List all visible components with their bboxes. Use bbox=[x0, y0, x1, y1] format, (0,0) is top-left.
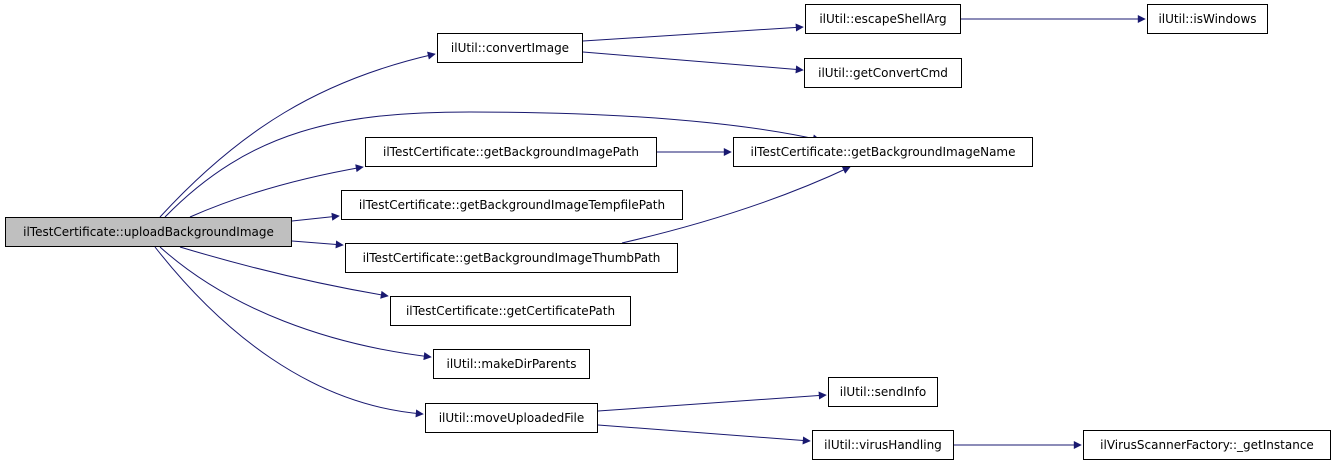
edge-move-uploaded-file-to-virus-handling bbox=[597, 424, 811, 445]
edge-thumb-path-to-get-background-image-name bbox=[621, 166, 851, 244]
edge-upload-to-get-certificate-path bbox=[179, 246, 389, 299]
node-upload-background-image[interactable]: ilTestCertificate::uploadBackgroundImage bbox=[5, 217, 292, 247]
node-make-dir-parents[interactable]: ilUtil::makeDirParents bbox=[433, 349, 590, 379]
edge-upload-to-get-background-image-thumb-path bbox=[291, 240, 344, 249]
node-is-windows[interactable]: ilUtil::isWindows bbox=[1147, 4, 1268, 34]
node-get-background-image-name[interactable]: ilTestCertificate::getBackgroundImageNam… bbox=[733, 137, 1033, 167]
edge-move-uploaded-file-to-send-info bbox=[597, 391, 827, 412]
node-virus-handling[interactable]: ilUtil::virusHandling bbox=[812, 430, 954, 460]
edge-upload-to-get-background-image-name bbox=[164, 111, 821, 218]
node-get-convert-cmd[interactable]: ilUtil::getConvertCmd bbox=[804, 58, 962, 88]
edge-upload-to-move-uploaded-file bbox=[154, 246, 424, 418]
edge-convert-image-to-escape-shell-arg bbox=[582, 23, 804, 42]
node-get-background-image-path[interactable]: ilTestCertificate::getBackgroundImagePat… bbox=[365, 137, 657, 167]
edge-upload-to-get-background-image-path bbox=[189, 164, 364, 218]
node-get-background-image-tempfile-path[interactable]: ilTestCertificate::getBackgroundImageTem… bbox=[341, 190, 683, 220]
edge-upload-to-get-background-image-tempfile-path bbox=[291, 212, 340, 222]
edge-upload-to-convert-image bbox=[159, 51, 436, 218]
node-move-uploaded-file[interactable]: ilUtil::moveUploadedFile bbox=[425, 403, 598, 433]
node-convert-image[interactable]: ilUtil::convertImage bbox=[437, 33, 583, 63]
node-get-instance[interactable]: ilVirusScannerFactory::_getInstance bbox=[1083, 430, 1331, 460]
edge-convert-image-to-get-convert-cmd bbox=[582, 51, 804, 74]
edge-upload-to-make-dir-parents bbox=[159, 246, 432, 361]
node-send-info[interactable]: ilUtil::sendInfo bbox=[828, 377, 938, 407]
node-get-certificate-path[interactable]: ilTestCertificate::getCertificatePath bbox=[390, 296, 631, 326]
node-escape-shell-arg[interactable]: ilUtil::escapeShellArg bbox=[805, 4, 961, 34]
node-get-background-image-thumb-path[interactable]: ilTestCertificate::getBackgroundImageThu… bbox=[345, 243, 678, 273]
